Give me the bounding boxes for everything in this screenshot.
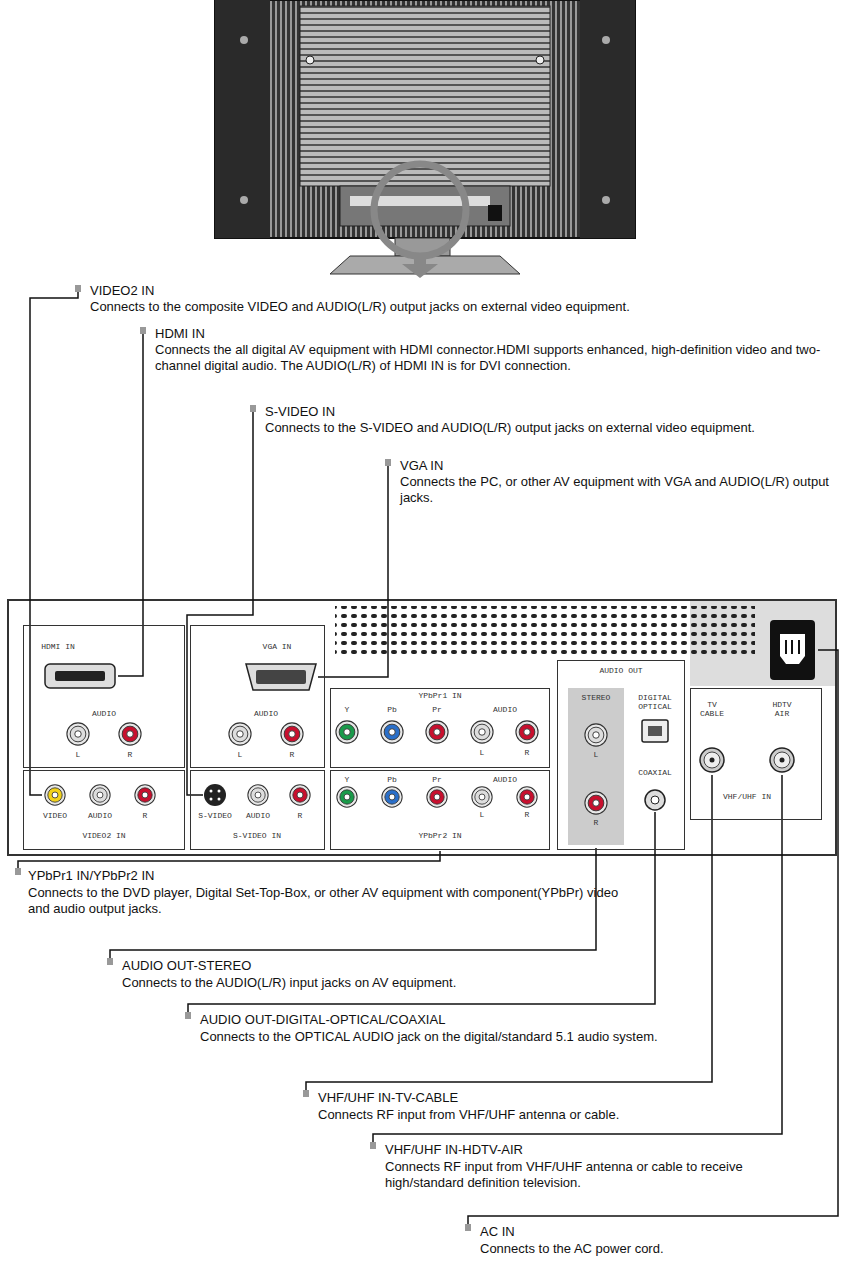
jack-label: S-VIDEO [198,811,232,820]
callout-description: Connects to the AC power cord. [480,1241,664,1257]
jack-label: AUDIO [88,811,112,820]
jack-label: R [143,811,148,820]
callout-description: Connects to the OPTICAL AUDIO jack on th… [200,1029,658,1045]
jack-label: L [480,810,485,819]
jack-label: AUDIO [246,811,270,820]
jack-label: VGA IN [263,642,292,651]
jack-label: DIGITAL OPTICAL [631,693,679,711]
callout-title: AC IN [480,1224,515,1240]
callout-description: Connects to the AUDIO(L/R) input jacks o… [122,975,456,991]
jack-label: COAXIAL [638,768,672,777]
jack-group-box: VGA IN AUDIO L R [190,625,325,768]
jack-label: YPbPr2 IN [418,831,461,840]
jack-group-box: Y Pb Pr AUDIO L R YPbPr2 IN [330,770,550,850]
callout-title: YPbPr1 IN/YPbPr2 IN [28,868,154,884]
jack-group-box: YPbPr1 IN Y Pb Pr AUDIO L R [330,688,550,768]
callout-title: VGA IN [400,458,443,474]
callout-title: VHF/UHF IN-TV-CABLE [318,1090,458,1106]
jack-label: AUDIO [493,775,517,784]
jack-label: L [594,750,599,759]
callout-description: Connects to the composite VIDEO and AUDI… [90,299,630,315]
jack-label: R [290,750,295,759]
callout-title: AUDIO OUT-STEREO [122,958,251,974]
jack-label: S-VIDEO IN [233,831,281,840]
jack-label: TV CABLE [693,700,731,718]
jack-label: Pb [387,705,397,714]
callout-title: S-VIDEO IN [265,404,335,420]
callout-description: Connects to the DVD player, Digital Set-… [28,885,638,917]
callout-title: AUDIO OUT-DIGITAL-OPTICAL/COAXIAL [200,1012,445,1028]
tv-rear [215,0,635,278]
jack-label: L [480,748,485,757]
jack-group-box: TV CABLE HDTV AIR VHF/UHF IN [690,688,822,820]
callout-title: VIDEO2 IN [90,283,154,299]
callout-description: Connects the all digital AV equipment wi… [155,342,835,374]
jack-label: Pr [432,705,442,714]
jack-label: AUDIO [254,709,278,718]
jack-label: R [525,748,530,757]
jack-label: R [525,810,530,819]
callout-description: Connects the PC, or other AV equipment w… [400,474,830,506]
jack-label: YPbPr1 IN [418,691,461,700]
jack-label: HDTV AIR [763,700,801,718]
jack-group-box: VIDEO AUDIO R VIDEO2 IN [23,770,185,850]
jack-group-box: AUDIO OUT STEREO L R DIGITAL OPTICAL COAXIAL [557,660,685,850]
jack-label: VHF/UHF IN [723,792,771,801]
jack-label: Pr [432,775,442,784]
jack-label: AUDIO [92,709,116,718]
jack-group-box: HDMI IN AUDIO L R [23,625,185,768]
jack-label: HDMI IN [41,642,75,651]
jack-label: STEREO [582,693,611,702]
jack-label: R [298,811,303,820]
callout-title: VHF/UHF IN-HDTV-AIR [385,1142,523,1158]
callout-description: Connects RF input from VHF/UHF antenna o… [385,1159,805,1191]
jack-label: L [76,750,81,759]
jack-label: Pb [387,775,397,784]
jack-label: Y [345,775,350,784]
jack-label: VIDEO2 IN [82,831,125,840]
leader-lines [18,292,838,1224]
jack-label: Y [345,705,350,714]
callout-description: Connects to the S-VIDEO and AUDIO(L/R) o… [265,420,755,436]
jack-label: AUDIO OUT [599,666,642,675]
jack-group-box: S-VIDEO AUDIO R S-VIDEO IN [190,770,325,850]
jack-label: R [128,750,133,759]
jack-label: AUDIO [493,705,517,714]
callout-title: HDMI IN [155,326,205,342]
callout-description: Connects RF input from VHF/UHF antenna o… [318,1107,619,1123]
jack-label: L [238,750,243,759]
jack-label: VIDEO [43,811,67,820]
jack-label: R [594,818,599,827]
